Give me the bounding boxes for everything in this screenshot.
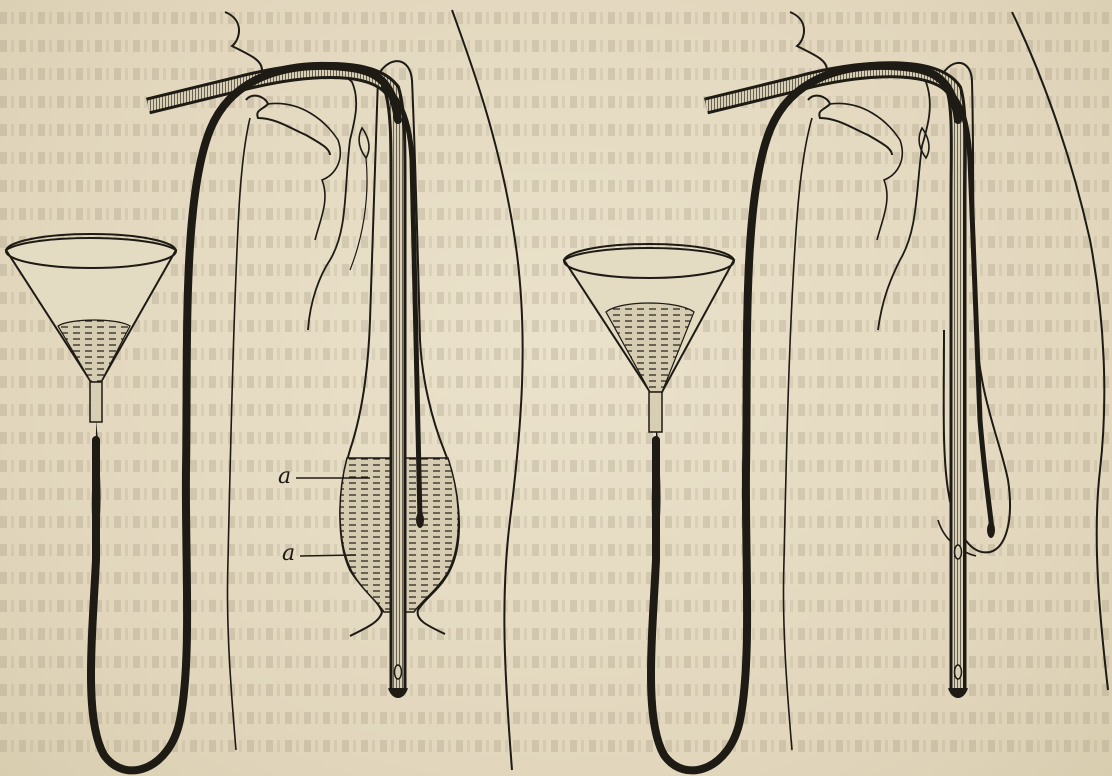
- right-chest-outline: [783, 118, 812, 750]
- left-chest-outline: [227, 118, 250, 750]
- left-oral-cavity: [268, 103, 340, 240]
- right-throat-contour: [828, 67, 930, 331]
- right-rubber-hose: [651, 66, 958, 771]
- left-figure: a a: [6, 10, 523, 770]
- right-funnel-neck: [649, 392, 662, 432]
- label-a-upper: a: [278, 464, 291, 489]
- label-a-lower-leader: [300, 555, 356, 556]
- left-epiglottis: [359, 128, 369, 158]
- right-oral-cavity: [830, 103, 902, 240]
- left-back-outline: [452, 10, 523, 770]
- right-tube-eyelet: [955, 665, 962, 679]
- left-funnel-neck: [90, 382, 102, 422]
- right-back-outline: [1012, 12, 1108, 690]
- left-rubber-hose: [91, 66, 398, 771]
- right-figure: [564, 12, 1108, 770]
- left-tube-eyelet: [395, 665, 402, 679]
- left-throat-contour: [262, 68, 356, 330]
- label-a-lower: a: [282, 541, 295, 566]
